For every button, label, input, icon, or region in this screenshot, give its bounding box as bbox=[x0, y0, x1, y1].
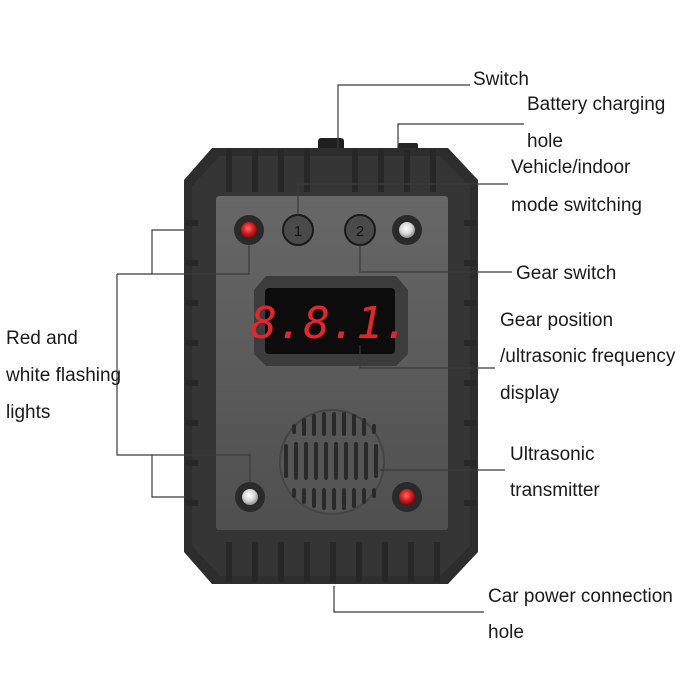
mode-button-label: 1 bbox=[294, 223, 302, 240]
label-lights-line1: Red and bbox=[6, 328, 78, 349]
gear-button-2[interactable]: 2 bbox=[344, 214, 376, 246]
label-display-line3: display bbox=[500, 383, 560, 404]
label-switch: Switch bbox=[473, 69, 529, 90]
display-digits: 8.8.1. bbox=[251, 298, 410, 349]
leader-lines bbox=[116, 84, 524, 613]
label-display-line2: /ultrasonic frequency bbox=[500, 346, 676, 367]
label-mode-line1: Vehicle/indoor bbox=[511, 157, 631, 178]
mode-button-1[interactable]: 1 bbox=[282, 214, 314, 246]
label-display-line1: Gear position bbox=[500, 310, 614, 331]
label-power-line2: hole bbox=[488, 622, 524, 643]
label-battery-line1: Battery charging bbox=[527, 94, 666, 115]
label-ultrasonic-line2: transmitter bbox=[510, 480, 600, 501]
light-top-right-white bbox=[392, 215, 422, 245]
gear-button-label: 2 bbox=[356, 223, 364, 240]
light-bottom-right-red bbox=[392, 482, 422, 512]
label-battery-line2: hole bbox=[527, 131, 563, 152]
label-mode-line2: mode switching bbox=[511, 195, 642, 216]
label-ultrasonic-line1: Ultrasonic bbox=[510, 444, 595, 465]
light-bottom-left-white bbox=[235, 482, 265, 512]
label-gear-switch: Gear switch bbox=[516, 263, 617, 284]
light-top-left-red bbox=[234, 215, 264, 245]
led-display: 8.8.1. bbox=[251, 276, 410, 366]
label-lights-line2: white flashing bbox=[6, 365, 122, 386]
ultrasonic-speaker bbox=[279, 409, 385, 515]
label-lights-line3: lights bbox=[6, 402, 51, 423]
label-power-line1: Car power connection bbox=[488, 586, 673, 607]
